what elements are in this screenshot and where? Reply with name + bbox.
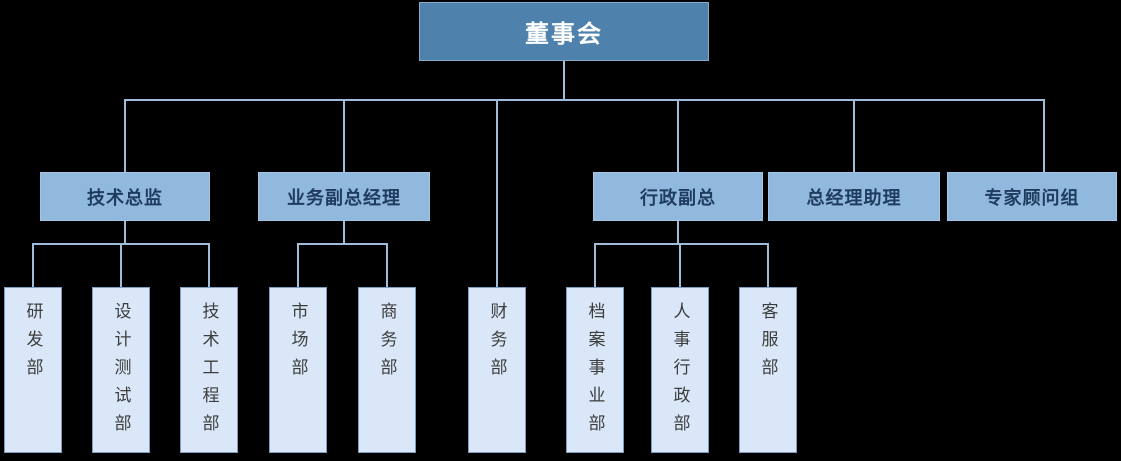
connector-line <box>386 245 388 287</box>
connector-line <box>853 101 855 172</box>
org-node-label: 设计测试部 <box>110 302 131 442</box>
org-node-expert-advisory-group: 专家顾问组 <box>947 172 1117 221</box>
org-node-business-deputy-gm: 业务副总经理 <box>258 172 430 221</box>
org-node-tech-engineering-dept: 技术工程部 <box>180 287 238 453</box>
connector-line <box>297 243 388 245</box>
org-node-archives-division: 档案事业部 <box>566 287 624 453</box>
org-node-label: 行政副总 <box>640 187 716 209</box>
org-node-label: 总经理助理 <box>806 187 902 209</box>
org-node-label: 人事行政部 <box>669 302 690 442</box>
connector-line <box>594 243 769 245</box>
connector-line <box>297 245 299 287</box>
connector-line <box>343 221 345 244</box>
connector-line <box>124 221 126 244</box>
org-node-label: 技术工程部 <box>198 302 219 442</box>
org-node-admin-deputy: 行政副总 <box>593 172 763 221</box>
org-node-gm-assistant: 总经理助理 <box>768 172 940 221</box>
connector-line <box>679 245 681 287</box>
connector-line <box>124 101 126 172</box>
org-node-label: 档案事业部 <box>584 302 605 442</box>
connector-line <box>496 101 498 287</box>
org-node-customer-service-dept: 客服部 <box>739 287 797 453</box>
org-node-hr-admin-dept: 人事行政部 <box>651 287 709 453</box>
org-node-label: 市场部 <box>287 302 308 386</box>
connector-line <box>32 245 34 287</box>
connector-line <box>343 101 345 172</box>
connector-line <box>563 61 565 100</box>
connector-line <box>677 221 679 244</box>
connector-line <box>124 99 1045 101</box>
connector-line <box>208 245 210 287</box>
connector-line <box>120 245 122 287</box>
org-node-label: 业务副总经理 <box>287 187 401 209</box>
connector-line <box>767 245 769 287</box>
org-node-finance-dept: 财务部 <box>468 287 526 453</box>
org-node-label: 专家顾问组 <box>984 187 1080 209</box>
connector-line <box>1043 101 1045 172</box>
org-node-label: 技术总监 <box>87 187 163 209</box>
org-node-label: 客服部 <box>757 302 778 386</box>
org-node-rnd-dept: 研发部 <box>4 287 62 453</box>
org-node-label: 财务部 <box>486 302 507 386</box>
connector-line <box>677 101 679 172</box>
connector-line <box>32 243 210 245</box>
org-node-design-test-dept: 设计测试部 <box>92 287 150 453</box>
org-node-commerce-dept: 商务部 <box>358 287 416 453</box>
org-node-label: 商务部 <box>376 302 397 386</box>
org-node-label: 研发部 <box>22 302 43 386</box>
org-node-tech-director: 技术总监 <box>40 172 210 221</box>
connector-line <box>594 245 596 287</box>
org-node-label: 董事会 <box>525 20 603 48</box>
org-node-marketing-dept: 市场部 <box>269 287 327 453</box>
org-node-board: 董事会 <box>419 2 709 61</box>
